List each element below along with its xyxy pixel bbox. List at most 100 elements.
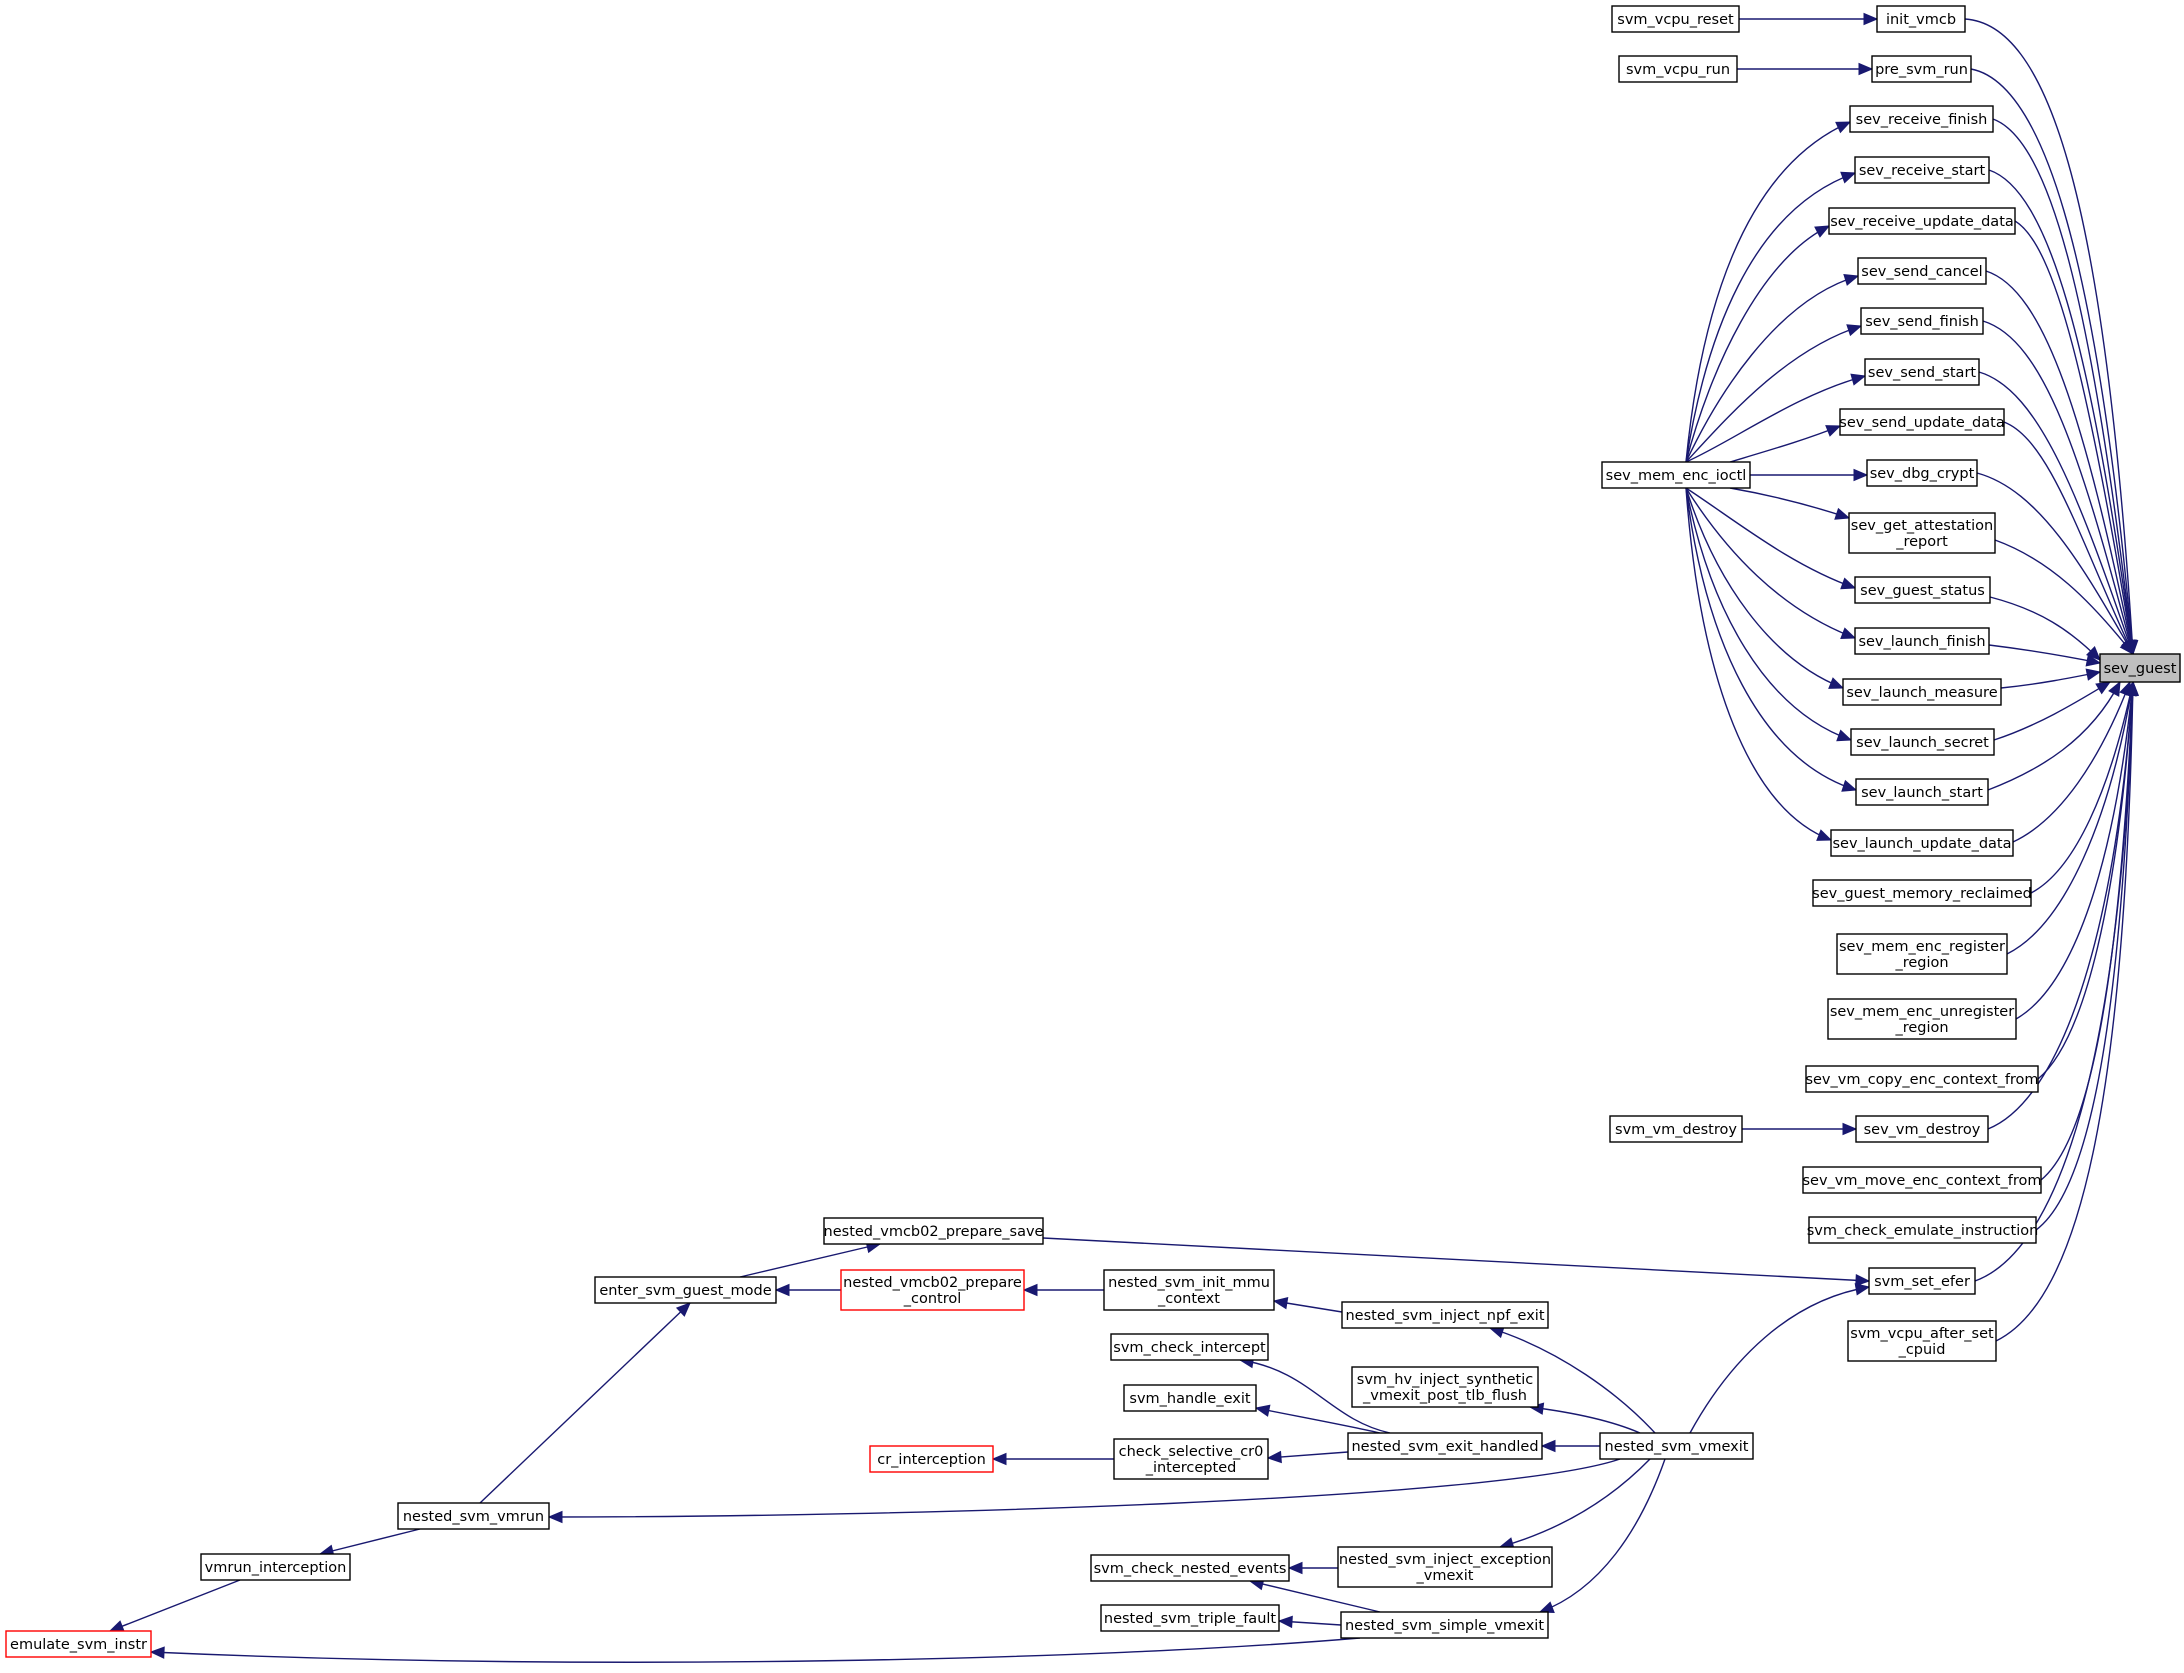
node-sev_guest_memory_reclaimed[interactable]: sev_guest_memory_reclaimed xyxy=(1812,879,2032,907)
node-svm_vcpu_after_set_cpuid[interactable]: svm_vcpu_after_set_cpuid xyxy=(1847,1320,1997,1362)
edge-check_selective_cr0_intercepted-to-cr_interception xyxy=(991,1452,1114,1466)
node-box xyxy=(200,1553,351,1581)
node-sev_receive_start[interactable]: sev_receive_start xyxy=(1854,156,1990,184)
edge-svm_vcpu_run-to-pre_svm_run xyxy=(1737,62,1874,76)
edge-line xyxy=(2012,681,2131,843)
node-sev_launch_update_data[interactable]: sev_launch_update_data xyxy=(1830,829,2014,857)
edge-line xyxy=(150,1637,1361,1663)
node-box xyxy=(1864,358,1980,386)
node-box xyxy=(1110,1333,1269,1361)
node-box xyxy=(1123,1384,1257,1412)
node-label: nested_svm_simple_vmexit xyxy=(1345,1618,1544,1634)
node-sev_vm_move_enc_context_from[interactable]: sev_vm_move_enc_context_from xyxy=(1802,1166,2042,1194)
node-sev_send_start[interactable]: sev_send_start xyxy=(1864,358,1980,386)
node-vmrun_interception[interactable]: vmrun_interception xyxy=(200,1553,351,1581)
node-sev_receive_finish[interactable]: sev_receive_finish xyxy=(1849,105,1994,133)
node-label: sev_vm_copy_enc_context_from xyxy=(1805,1072,2038,1088)
node-enter_svm_guest_mode[interactable]: enter_svm_guest_mode xyxy=(594,1276,777,1304)
node-sev_launch_start[interactable]: sev_launch_start xyxy=(1855,778,1989,806)
node-init_vmcb[interactable]: init_vmcb xyxy=(1876,5,1966,33)
edge-line xyxy=(2003,421,2134,655)
node-label: _vmexit_post_tlb_flush xyxy=(1362,1388,1527,1404)
node-svm_handle_exit[interactable]: svm_handle_exit xyxy=(1123,1384,1257,1412)
node-sev_mem_enc_register_region[interactable]: sev_mem_enc_register_region xyxy=(1836,933,2008,975)
edge-nested_svm_inject_npf_exit-to-nested_svm_init_mmu_context xyxy=(1272,1296,1343,1313)
node-cr_interception[interactable]: cr_interception xyxy=(869,1445,994,1473)
node-nested_vmcb02_prepare_save[interactable]: nested_vmcb02_prepare_save xyxy=(823,1217,1044,1245)
edge-sev_mem_enc_ioctl-to-sev_launch_finish xyxy=(1685,487,1857,640)
node-sev_guest[interactable]: sev_guest xyxy=(2099,653,2181,683)
node-label: nested_svm_inject_exception xyxy=(1339,1552,1551,1568)
node-label: _cpuid xyxy=(1898,1342,1946,1358)
node-svm_check_emulate_instruction[interactable]: svm_check_emulate_instruction xyxy=(1807,1216,2039,1244)
edge-line xyxy=(1685,121,1851,463)
node-nested_svm_simple_vmexit[interactable]: nested_svm_simple_vmexit xyxy=(1340,1611,1549,1639)
node-label: svm_vcpu_run xyxy=(1626,62,1730,78)
edge-line xyxy=(1499,1458,1651,1548)
node-sev_get_attestation_report[interactable]: sev_get_attestation_report xyxy=(1848,512,1996,554)
node-sev_send_cancel[interactable]: sev_send_cancel xyxy=(1857,257,1987,285)
node-label: sev_dbg_crypt xyxy=(1870,466,1975,482)
node-label: svm_vcpu_after_set xyxy=(1850,1326,1994,1342)
node-label: sev_send_update_data xyxy=(1839,415,2004,431)
node-label: sev_vm_move_enc_context_from xyxy=(1803,1173,2042,1189)
node-sev_launch_secret[interactable]: sev_launch_secret xyxy=(1850,728,1995,756)
arrowhead xyxy=(1022,1283,1038,1297)
node-sev_send_finish[interactable]: sev_send_finish xyxy=(1860,307,1984,335)
node-nested_svm_vmexit[interactable]: nested_svm_vmexit xyxy=(1599,1432,1754,1460)
arrowhead xyxy=(1840,627,1857,640)
node-svm_vcpu_reset[interactable]: svm_vcpu_reset xyxy=(1611,5,1740,33)
arrowhead xyxy=(1540,1439,1556,1453)
node-label: _report xyxy=(1895,534,1948,550)
node-sev_send_update_data[interactable]: sev_send_update_data xyxy=(1839,408,2005,436)
node-nested_svm_exit_handled[interactable]: nested_svm_exit_handled xyxy=(1347,1432,1543,1460)
node-sev_launch_finish[interactable]: sev_launch_finish xyxy=(1854,627,1990,655)
edge-sev_mem_enc_ioctl-to-sev_dbg_crypt xyxy=(1750,468,1869,482)
arrowhead xyxy=(1272,1296,1289,1310)
edge-line xyxy=(1987,681,2134,1130)
node-nested_vmcb02_prepare_control[interactable]: nested_vmcb02_prepare_control xyxy=(840,1269,1025,1311)
node-box xyxy=(1601,461,1751,489)
edge-svm_vcpu_after_set_cpuid-to-sev_guest xyxy=(1995,680,2139,1342)
node-svm_check_nested_events[interactable]: svm_check_nested_events xyxy=(1090,1554,1290,1582)
node-sev_guest_status[interactable]: sev_guest_status xyxy=(1854,576,1991,604)
node-nested_svm_vmrun[interactable]: nested_svm_vmrun xyxy=(397,1502,550,1530)
node-sev_vm_destroy[interactable]: sev_vm_destroy xyxy=(1855,1115,1989,1143)
node-sev_receive_update_data[interactable]: sev_receive_update_data xyxy=(1828,207,2016,235)
node-nested_svm_inject_npf_exit[interactable]: nested_svm_inject_npf_exit xyxy=(1341,1301,1549,1329)
edge-nested_svm_vmexit-to-svm_hv_inject_synthetic_vmexit_post_tlb_flush xyxy=(1528,1402,1641,1434)
node-nested_svm_init_mmu_context[interactable]: nested_svm_init_mmu_context xyxy=(1103,1269,1275,1311)
node-svm_set_efer[interactable]: svm_set_efer xyxy=(1868,1267,1976,1295)
node-nested_svm_inject_exception_vmexit[interactable]: nested_svm_inject_exception_vmexit xyxy=(1337,1546,1553,1588)
node-box xyxy=(1805,1065,2039,1093)
node-box xyxy=(2099,653,2181,683)
node-sev_launch_measure[interactable]: sev_launch_measure xyxy=(1842,678,2002,706)
node-sev_mem_enc_unregister_region[interactable]: sev_mem_enc_unregister_region xyxy=(1827,998,2017,1040)
arrowhead xyxy=(1254,1404,1271,1417)
node-label: sev_receive_update_data xyxy=(1830,214,2014,230)
node-svm_vm_destroy[interactable]: svm_vm_destroy xyxy=(1609,1115,1743,1143)
node-label: check_selective_cr0 xyxy=(1119,1444,1264,1460)
node-label: sev_launch_finish xyxy=(1858,634,1985,650)
node-check_selective_cr0_intercepted[interactable]: check_selective_cr0_intercepted xyxy=(1113,1438,1269,1480)
edge-nested_vmcb02_prepare_control-to-enter_svm_guest_mode xyxy=(774,1283,841,1297)
node-label: pre_svm_run xyxy=(1875,62,1968,78)
node-box xyxy=(5,1630,152,1658)
node-svm_hv_inject_synthetic_vmexit_post_tlb_flush[interactable]: svm_hv_inject_synthetic_vmexit_post_tlb_… xyxy=(1351,1366,1539,1408)
node-label: sev_receive_start xyxy=(1859,163,1986,179)
node-sev_vm_copy_enc_context_from[interactable]: sev_vm_copy_enc_context_from xyxy=(1805,1065,2039,1093)
node-svm_check_intercept[interactable]: svm_check_intercept xyxy=(1110,1333,1269,1361)
edge-nested_svm_exit_handled-to-svm_handle_exit xyxy=(1254,1404,1381,1434)
node-box xyxy=(1351,1366,1539,1408)
node-label: svm_hv_inject_synthetic xyxy=(1357,1372,1533,1388)
node-nested_svm_triple_fault[interactable]: nested_svm_triple_fault xyxy=(1100,1604,1280,1632)
edge-vmrun_interception-to-emulate_svm_instr xyxy=(108,1579,241,1632)
edge-line xyxy=(2030,681,2134,894)
node-box xyxy=(1100,1604,1280,1632)
node-emulate_svm_instr[interactable]: emulate_svm_instr xyxy=(5,1630,152,1658)
node-sev_mem_enc_ioctl[interactable]: sev_mem_enc_ioctl xyxy=(1601,461,1751,489)
node-sev_dbg_crypt[interactable]: sev_dbg_crypt xyxy=(1866,459,1978,487)
node-box xyxy=(1857,257,1987,285)
node-svm_vcpu_run[interactable]: svm_vcpu_run xyxy=(1618,55,1738,83)
node-pre_svm_run[interactable]: pre_svm_run xyxy=(1871,55,1972,83)
